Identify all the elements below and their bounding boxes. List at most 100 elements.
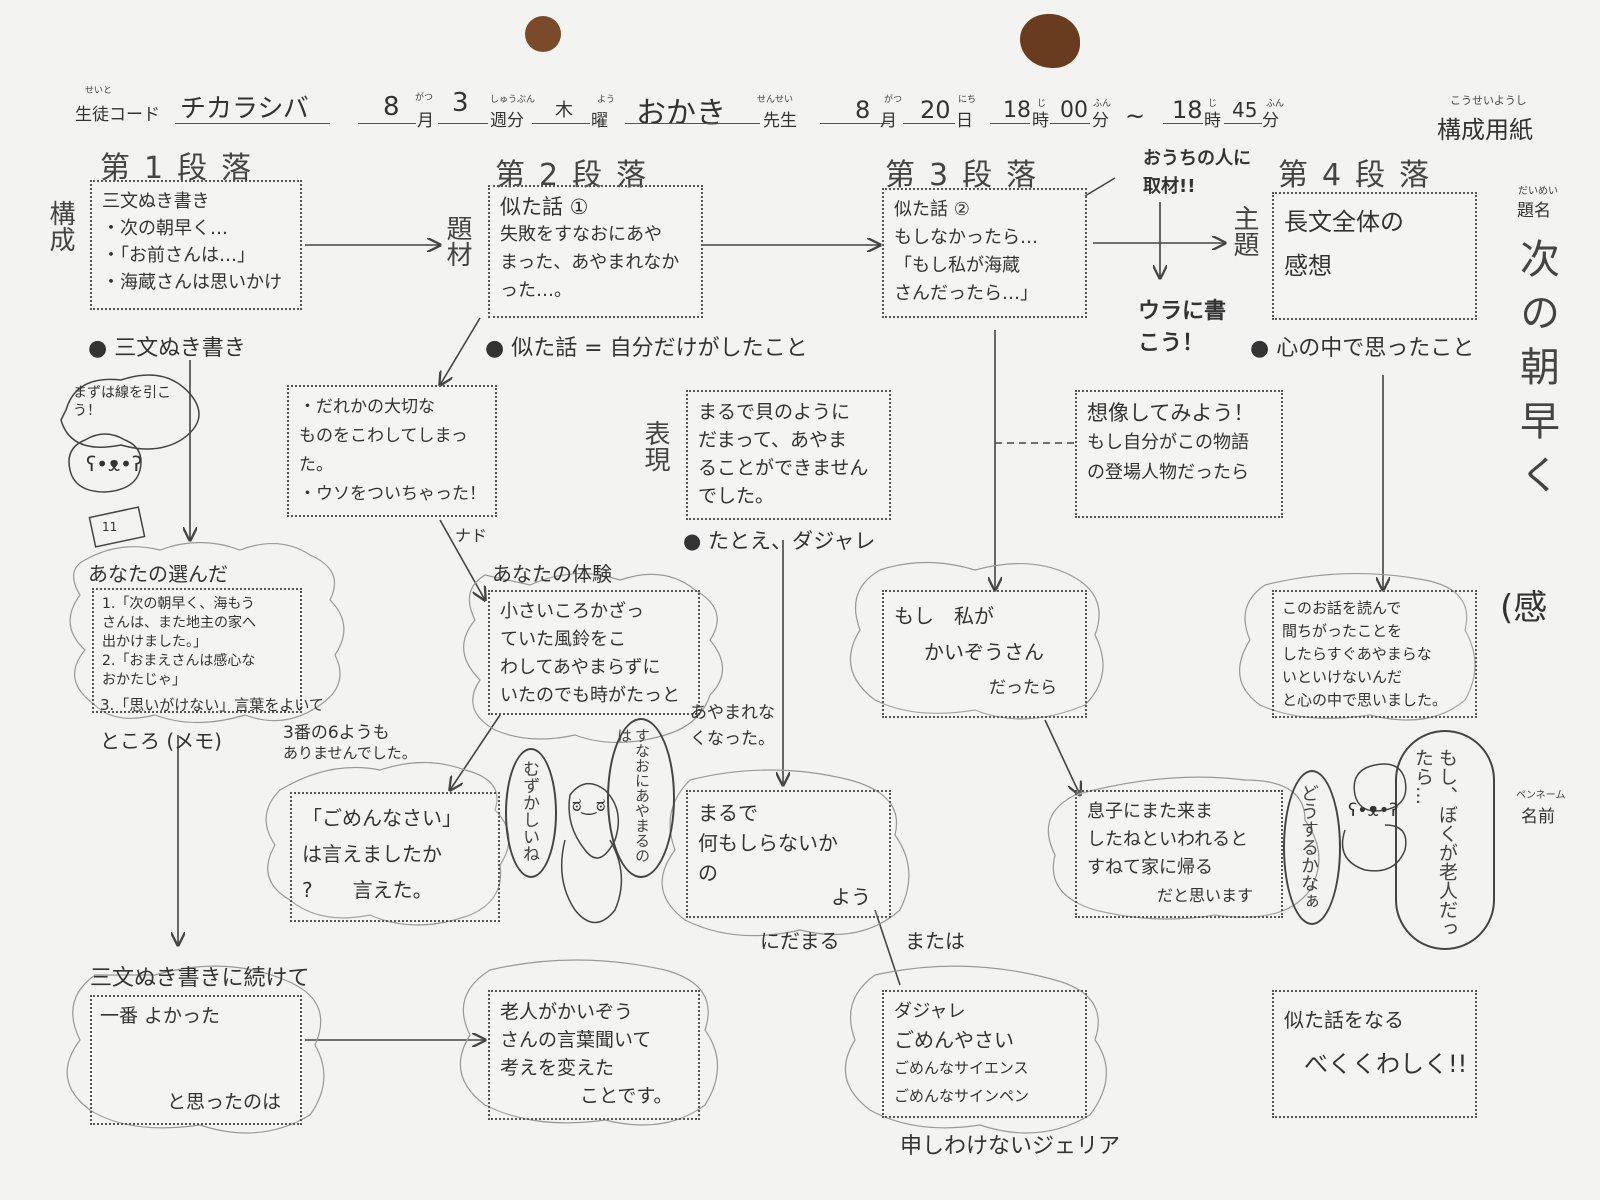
start-min-value: 00	[1060, 98, 1088, 123]
p3-simile-line: まるで	[698, 801, 758, 825]
p3-simile-tail: よう	[831, 885, 871, 909]
p4-thought-box: このお話を読んで 間ちがったことを したらすぐあやまらな いといけないんだ と心…	[1272, 590, 1477, 718]
p3-pun-tail: 申しわけないジェリア	[900, 1134, 1121, 1159]
p2-apology-line: 「ごめんなさい」	[302, 806, 462, 830]
paragraph-2-side-label: 題材	[442, 215, 472, 267]
paragraph-4-side-label: 主題	[1229, 205, 1259, 257]
p3-box-line: さんだったら…」	[894, 283, 1038, 304]
p3-expression-line: でした。	[698, 485, 775, 507]
p3-box-line: もしなかったら…	[894, 227, 1038, 248]
p3-simile-box: まるで 何もしらないか の よう	[686, 790, 891, 918]
p4-bubble-ifme: もし、ぼくが老人だったら…	[1395, 730, 1495, 950]
p2-cloud-title: あなたの体験	[492, 562, 612, 586]
p1-cloud-title: あなたの選んだ	[88, 562, 228, 586]
p4-detail-line: 似た話をなる	[1284, 1008, 1404, 1032]
week-underline	[438, 123, 488, 124]
teacher-label: 先生	[763, 111, 797, 131]
p1-cloud-box: 1.「次の朝早く、海もう さんは、また地主の家へ 出かけました。」 2.「おまえ…	[92, 588, 302, 713]
p2-box-line: った…。	[500, 280, 572, 301]
p3-box-line: 「もし私が海蔵	[894, 255, 1020, 276]
p1-bear-bubble: まずは線を引こう！	[73, 384, 183, 420]
title-extra: (感	[1500, 588, 1548, 628]
p3-ura-text: ウラに書こう！	[1138, 299, 1227, 356]
p1-cloud-line: 2.「おまえさんは感心な	[102, 653, 256, 669]
p4-box-line: 感想	[1284, 252, 1332, 280]
paragraph-1-side-label: 構成	[45, 200, 75, 252]
p1-structure-box: 三文ぬき書き ・次の朝早く… ・「お前さんは…」 ・海蔵さんは思いかけ	[90, 180, 302, 310]
title-label: 題名	[1517, 201, 1551, 221]
end-min-label: 分	[1262, 111, 1279, 131]
p3-simile-line: 何もしらないか	[698, 831, 838, 855]
p4-thought-line: 間ちがったことを	[1282, 622, 1403, 640]
month-2-value: 8	[855, 96, 871, 124]
p3-son-line: したねといわれると	[1087, 829, 1249, 850]
p3-simile-tail-2: にだまる	[760, 929, 840, 953]
start-hour-label: 時	[1032, 111, 1049, 131]
teacher-value: おかき	[636, 96, 726, 131]
p4-thought-line: と心の中で思いました。	[1282, 691, 1448, 709]
title-value: 次の朝早く	[1513, 238, 1559, 508]
p2-final-line: 考えを変えた	[500, 1057, 615, 1079]
p4-thought-line: したらすぐあやまらな	[1282, 645, 1432, 663]
title-ruby: だいめい	[1518, 186, 1558, 197]
p4-thought-line: このお話を読んで	[1282, 599, 1402, 617]
p3-similar-box: 似た話 ② もしなかったら… 「もし私が海蔵 さんだったら…」	[882, 188, 1087, 318]
p3-interview-note: おうちの人に取材!!	[1143, 145, 1263, 201]
month-1-value: 8	[383, 92, 400, 122]
penname-label: 名前	[1521, 807, 1555, 827]
p2-bubble-hard-text: むずかしいね	[519, 760, 539, 862]
p1-bottom-line-2: と思ったのは	[167, 1091, 282, 1113]
end-hour-value: 18	[1172, 96, 1203, 124]
day-underline	[532, 123, 590, 124]
p1-bear-bubble-text: まずは線を引こう！	[73, 385, 171, 419]
p1-bottom-line-1: 一番 よかった	[100, 1005, 221, 1027]
paragraph-3-side-label: 表現	[640, 420, 670, 472]
p4-theme-box: 長文全体の 感想	[1272, 192, 1477, 320]
p3-pun-line: ごめんやさい	[894, 1028, 1014, 1052]
p2-example-line: ものをこわしてしまっ	[299, 426, 468, 446]
p4-detail-line: べくくわしく!!	[1304, 1050, 1468, 1078]
end-min-value: 45	[1232, 98, 1258, 122]
p2-box-line: 似た話 ①	[500, 195, 589, 219]
end-hour-label: 時	[1204, 111, 1221, 131]
frog-icon: ಠ‿ಠ	[572, 795, 606, 816]
week-value: 3	[452, 88, 469, 118]
p2-example-box: ・だれかの大切な ものをこわしてしまっ た。 ・ウソをついちゃった！	[287, 385, 497, 517]
p3-expression-line: ることができません	[698, 457, 869, 479]
p3-expression-note: ● たとえ、ダジャレ	[683, 529, 876, 553]
p4-thought-line: いといけないんだ	[1282, 668, 1403, 686]
p3-or-label: または	[905, 929, 965, 953]
end-hour-ruby: じ	[1208, 99, 1218, 109]
p3-expression-box: まるで貝のように だまって、あやま ることができません でした。	[686, 390, 891, 520]
p3-ifme-line: もし 私が	[894, 604, 994, 628]
p3-pun-line: ダジャレ	[894, 1001, 966, 1022]
p1-note: ● 三文ぬき書き	[88, 336, 246, 361]
student-code-ruby: せいと	[85, 86, 113, 96]
p2-bubble-honest-text: すなおにあやまるのは	[615, 728, 651, 863]
p3-son-line: すねて家に帰る	[1087, 857, 1213, 878]
p4-bubble-what-text: どうするかなぁ	[1298, 784, 1319, 910]
p2-box-line: 失敗をすなおにあや	[500, 224, 662, 245]
start-hour-underline	[990, 123, 1030, 124]
p2-final-line: ことです。	[580, 1085, 673, 1107]
p1-cloud-line: おかたじゃ」	[102, 672, 186, 688]
p2-bubble-hard: むずかしいね	[505, 748, 557, 878]
p1-box-line: ・海蔵さんは思いかけ	[102, 272, 282, 293]
bear-icon: ʕ•ᴥ•ʔ	[86, 452, 143, 476]
p3-pun-line: ごめんなサイエンス	[894, 1059, 1029, 1077]
p1-cloud-line: 出かけました。」	[102, 634, 207, 650]
p1-cloud-line-extra: 3.「思いがけない」言葉をよいて	[100, 696, 324, 714]
p3-son-line: 息子にまた来ま	[1087, 801, 1213, 822]
p2-apology-line: は言えましたか	[302, 842, 442, 866]
p2-example-tail: ナド	[455, 526, 488, 545]
p3-ifme-line: だったら	[989, 678, 1057, 698]
month-1-underline	[358, 123, 416, 124]
date-ruby: にち	[958, 95, 977, 105]
p2-box-line: まった、あやまれなか	[500, 252, 680, 273]
p3-imagine-line: 想像してみよう！	[1087, 401, 1255, 425]
p2-final-line: さんの言葉聞いて	[500, 1029, 652, 1051]
p1-cloud-memo-label: ところ (メモ)	[100, 729, 222, 753]
paragraph-4-heading: 第4段落	[1278, 158, 1444, 193]
teacher-ruby: せんせい	[757, 95, 794, 105]
